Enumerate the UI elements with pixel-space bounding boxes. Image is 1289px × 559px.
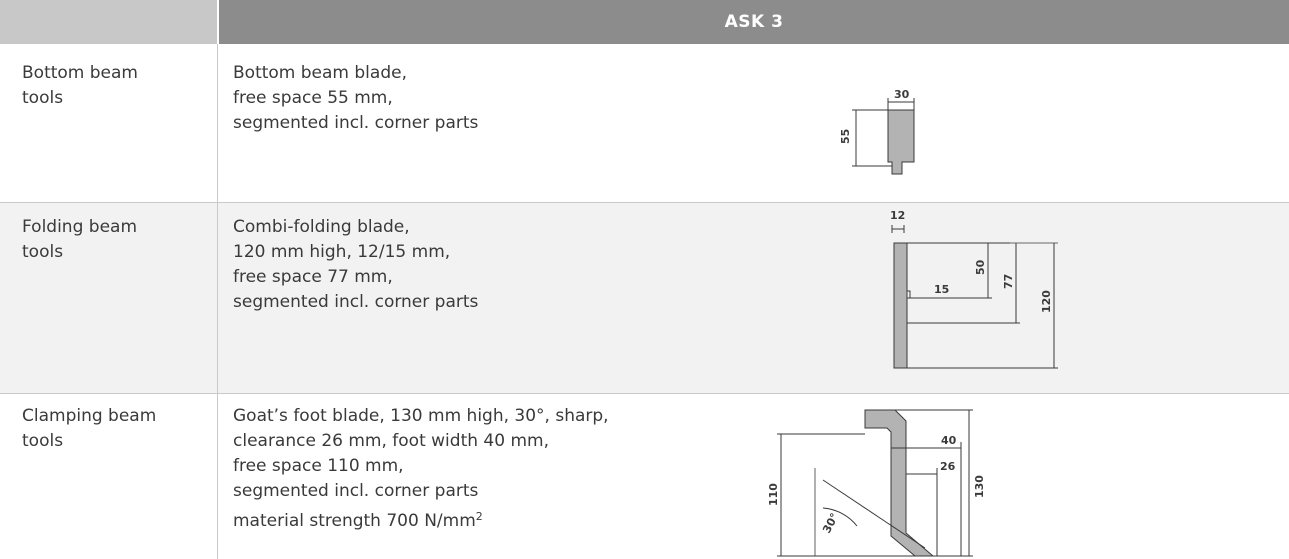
description-line: free space 77 mm, <box>233 267 393 287</box>
inner-label: 15 <box>934 283 949 296</box>
blade-profile <box>864 409 935 557</box>
description-line: free space 110 mm, <box>233 456 404 476</box>
description-line: Combi-folding blade, <box>233 217 410 237</box>
row-description: Combi-folding blade, 120 mm high, 12/15 … <box>233 215 753 315</box>
description-line: free space 55 mm, <box>233 88 393 108</box>
label-line: tools <box>22 88 64 108</box>
dim-77-label: 77 <box>1002 274 1015 289</box>
angle-line <box>822 479 926 549</box>
table-row-folding-beam: Folding beam tools Combi-folding blade, … <box>0 203 1289 394</box>
header-empty-cell <box>0 0 217 44</box>
blade-profile <box>887 109 915 175</box>
row-label: Folding beam tools <box>22 215 202 265</box>
description-line: segmented incl. corner parts <box>233 292 479 312</box>
row-description: Bottom beam blade, free space 55 mm, seg… <box>233 61 753 136</box>
table-row-bottom-beam: Bottom beam tools Bottom beam blade, fre… <box>0 44 1289 203</box>
column-divider <box>217 44 218 559</box>
label-line: Folding beam <box>22 217 138 237</box>
strength-line: material strength 700 N/mm2 <box>233 504 753 534</box>
label-line: Clamping beam <box>22 406 157 426</box>
description-line: 120 mm high, 12/15 mm, <box>233 242 451 262</box>
label-line: tools <box>22 242 64 262</box>
row-description: Goat’s foot blade, 130 mm high, 30°, sha… <box>233 404 753 534</box>
strength-superscript: 2 <box>475 510 483 523</box>
height-label: 55 <box>839 129 852 144</box>
strength-text: material strength 700 N/mm <box>233 511 476 531</box>
combi-folding-blade-drawing: 12 15 50 77 120 <box>890 209 1058 369</box>
dim-110-label: 110 <box>767 483 780 506</box>
row-label: Bottom beam tools <box>22 61 202 111</box>
description-line: segmented incl. corner parts <box>233 481 479 501</box>
angle-label: 30° <box>820 511 841 535</box>
row-label: Clamping beam tools <box>22 404 202 454</box>
angle-arc <box>822 507 858 527</box>
blade-profile <box>893 242 908 369</box>
dim-40-label: 40 <box>941 434 957 447</box>
description-line: segmented incl. corner parts <box>233 113 479 133</box>
bottom-beam-blade-drawing: 30 55 <box>839 88 915 175</box>
goats-foot-blade-drawing: 110 130 40 26 30° <box>767 409 986 557</box>
label-line: tools <box>22 431 64 451</box>
description-line: clearance 26 mm, foot width 40 mm, <box>233 431 549 451</box>
label-line: Bottom beam <box>22 63 138 83</box>
dim-26-label: 26 <box>940 460 956 473</box>
width-label: 30 <box>894 88 910 101</box>
dim-50-label: 50 <box>974 259 987 275</box>
table-header: ASK 3 <box>0 0 1289 44</box>
table-row-clamping-beam: Clamping beam tools Goat’s foot blade, 1… <box>0 394 1289 559</box>
thickness-label: 12 <box>890 209 905 222</box>
dim-120-label: 120 <box>1040 290 1053 313</box>
description-line: Bottom beam blade, <box>233 63 407 83</box>
dim-130-label: 130 <box>973 475 986 498</box>
header-title: ASK 3 <box>724 12 784 32</box>
header-divider <box>217 0 219 44</box>
description-line: Goat’s foot blade, 130 mm high, 30°, sha… <box>233 406 609 426</box>
